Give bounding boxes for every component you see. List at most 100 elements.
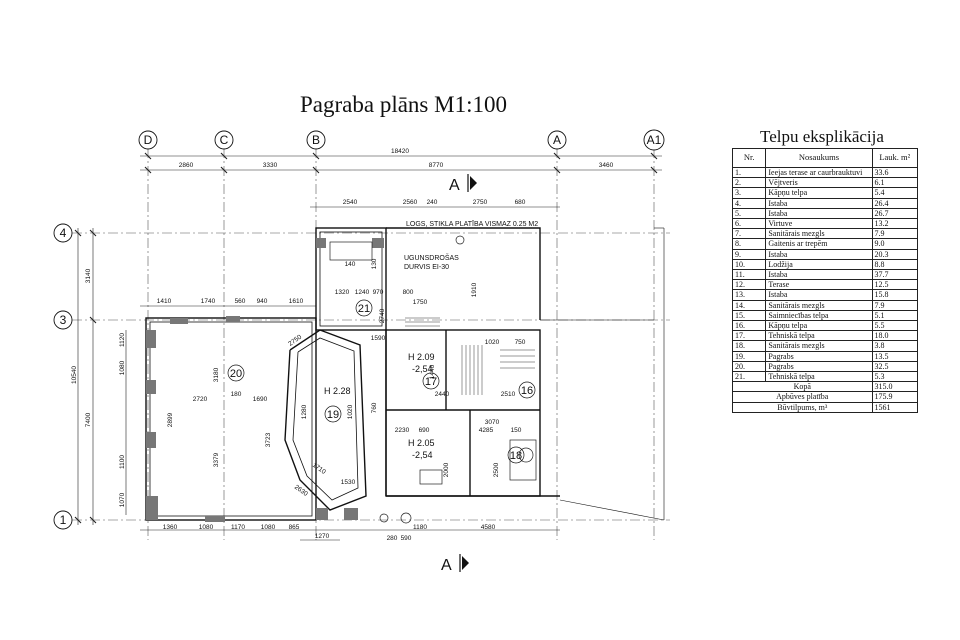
dim-int-800: 1240 — [355, 289, 370, 296]
dim-int-2720: 2720 — [193, 396, 208, 403]
dim-int-4285: 760 — [371, 402, 378, 413]
dim-inner-3: 240 — [427, 199, 438, 206]
dim-bottom-6: 1270 — [315, 533, 330, 540]
total-value: 1561 — [871, 401, 918, 413]
cell-nr: 13. — [731, 289, 767, 301]
dim-left-3140: 3140 — [85, 268, 92, 283]
dim-west-4: 940 — [257, 298, 268, 305]
cell-name: Ieejas terase ar caurbrauktuvi — [765, 166, 873, 179]
cell-name: Terase — [765, 279, 873, 291]
dim-wall-4: 1070 — [119, 492, 126, 507]
cell-area: 13.2 — [871, 218, 918, 230]
section-label-top: A — [449, 177, 460, 194]
dim-int-1440: 750 — [515, 339, 526, 346]
axis-label-A: A — [553, 133, 561, 147]
dim-inner-5: 680 — [515, 199, 526, 206]
dim-top-1: 2860 — [179, 162, 194, 169]
cell-area: 15.8 — [871, 289, 918, 301]
dim-int-1320: 1590 — [371, 335, 386, 342]
cell-name: Sanitārais mezgls — [765, 299, 873, 311]
cell-area: 9.0 — [871, 238, 918, 250]
room-number-16: 16 — [521, 385, 533, 397]
stairs — [405, 317, 535, 395]
cell-area: 20.3 — [871, 248, 918, 260]
dim-int-2899: 2899 — [167, 412, 174, 427]
cell-area: 26.4 — [871, 197, 918, 209]
header-name: Nosaukums — [765, 148, 873, 168]
dim-int-1910: 140 — [345, 261, 356, 268]
axis-label-B: B — [312, 133, 320, 147]
header-area: Lauk. m² — [871, 148, 918, 168]
section-marker-top — [467, 174, 477, 192]
explication-title: Telpu eksplikācija — [760, 127, 884, 146]
total-value: 175.9 — [871, 391, 918, 403]
cell-area: 6.1 — [871, 177, 918, 189]
cell-area: 32.5 — [871, 360, 918, 373]
axis-bubble-1 — [53, 510, 73, 530]
dim-bottom-3: 1170 — [231, 524, 245, 531]
level-room-18-height: H 2.05 — [408, 438, 435, 448]
cell-nr: 16. — [731, 320, 767, 332]
header-nr: Nr. — [731, 148, 767, 168]
level-room-17-height: H 2.09 — [408, 352, 435, 362]
cell-nr: 9. — [731, 248, 767, 260]
cell-name: Virtuve — [765, 218, 873, 230]
cell-name: Sanitārais mezgls — [765, 340, 873, 352]
dim-left-7400: 7400 — [85, 412, 92, 427]
axis-label-3: 3 — [60, 313, 67, 327]
dim-bottom-590: 590 — [401, 535, 412, 542]
dim-wall-3: 1100 — [119, 455, 126, 469]
cell-name: Tehniskā telpa — [765, 371, 873, 383]
dim-top-3: 8770 — [429, 162, 444, 169]
cell-name: Vējtveris — [765, 177, 873, 189]
dim-int-750: 1020 — [485, 339, 500, 346]
fire-door-note-1: UGUNSDROŠAS — [404, 253, 459, 262]
plan-title: Pagraba plāns M1:100 — [300, 92, 507, 117]
cell-area: 7.9 — [871, 228, 918, 240]
cell-nr: 15. — [731, 309, 767, 322]
cell-nr: 5. — [731, 207, 767, 220]
cell-area: 13.5 — [871, 350, 918, 362]
level-room-19: H 2.28 — [324, 386, 351, 396]
cell-name: Kāpņu telpa — [765, 320, 873, 332]
cell-nr: 21. — [731, 371, 767, 383]
dim-int-3379: 3379 — [213, 452, 220, 467]
cell-area: 5.4 — [871, 187, 918, 199]
dim-int-180: 180 — [231, 391, 242, 398]
room-number-17: 17 — [425, 376, 437, 388]
cell-name: Pagrabs — [765, 360, 873, 373]
dim-int-2500: 2500 — [493, 462, 500, 477]
dim-top-4: 3460 — [599, 162, 614, 169]
room-number-20: 20 — [230, 368, 242, 380]
total-label: Apbūves platība — [732, 391, 873, 403]
dim-int-1020b: 1020 — [347, 404, 354, 419]
cell-name: Gaitenis ar trepēm — [765, 238, 873, 250]
dim-int-1690: 1690 — [253, 396, 268, 403]
dim-int-1710: 1710 — [311, 462, 327, 476]
level-room-17-elev: -2,54 — [412, 364, 433, 374]
cell-area: 5.5 — [871, 320, 918, 332]
axis-bubble-C — [214, 130, 234, 150]
dim-int-2750: 1910 — [471, 282, 478, 297]
dim-overall: 18420 — [391, 148, 409, 155]
dim-int-2230: 2510 — [501, 391, 516, 398]
cell-name: Istaba — [765, 207, 873, 220]
dim-int-970: 1320 — [335, 289, 350, 296]
axis-bubble-A — [547, 130, 567, 150]
dim-west-2: 1740 — [201, 298, 216, 305]
